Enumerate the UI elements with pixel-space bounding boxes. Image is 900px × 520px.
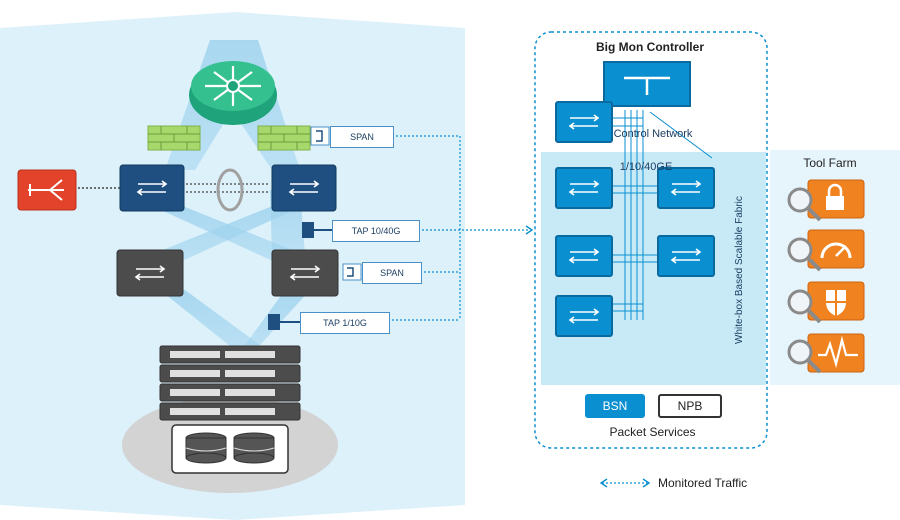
tool-farm-title: Tool Farm xyxy=(803,156,857,170)
network-switch-icon[interactable] xyxy=(116,249,184,297)
tap-connector xyxy=(268,314,300,330)
span-label-mid: SPAN xyxy=(362,262,422,284)
fabric-switch-icon[interactable] xyxy=(657,235,715,277)
legend-monitored-traffic-label: Monitored Traffic xyxy=(658,476,748,490)
pulse-magnifier-icon[interactable] xyxy=(787,333,865,374)
fabric-switch-icon[interactable] xyxy=(555,295,613,337)
fabric-links xyxy=(612,110,713,320)
controller-container xyxy=(534,31,768,449)
network-switch-icon[interactable] xyxy=(271,164,337,212)
tap-connector xyxy=(302,222,332,238)
router-star-icon[interactable] xyxy=(189,61,277,125)
database-storage-icon[interactable] xyxy=(171,424,289,474)
fabric-switch-icon[interactable] xyxy=(657,167,715,209)
firewall-brick-icon[interactable] xyxy=(257,125,311,151)
fabric-switch-icon[interactable] xyxy=(555,101,613,143)
switch-interlink xyxy=(186,168,270,212)
span-label-top: SPAN xyxy=(330,126,394,148)
shield-magnifier-icon[interactable] xyxy=(787,281,865,324)
control-network-label: Control Network xyxy=(613,128,693,140)
fabric-switch-icon[interactable] xyxy=(555,235,613,277)
security-appliance-icon[interactable] xyxy=(17,169,77,211)
traffic-arrowhead xyxy=(525,225,534,235)
fabric-speed-label: 1/10/40GE xyxy=(619,161,673,173)
bsn-service-button[interactable]: BSN xyxy=(585,394,645,418)
fabric-label: White-box Based Scalable Fabric xyxy=(734,196,745,344)
controller-device-icon[interactable] xyxy=(603,61,691,107)
npb-service-button[interactable]: NPB xyxy=(658,394,722,418)
lock-magnifier-icon[interactable] xyxy=(787,179,865,222)
network-switch-icon[interactable] xyxy=(271,249,339,297)
packet-services-label: Packet Services xyxy=(609,425,696,439)
server-rack-icon[interactable] xyxy=(159,345,301,421)
controller-title: Big Mon Controller xyxy=(596,40,704,54)
gauge-magnifier-icon[interactable] xyxy=(787,229,865,272)
legend-monitored-traffic-line xyxy=(599,478,651,488)
network-switch-icon[interactable] xyxy=(119,164,185,212)
tap-10g-label: TAP 1/10G xyxy=(300,312,390,334)
span-port-connector xyxy=(342,263,362,281)
tap-40g-label: TAP 10/40G xyxy=(332,220,420,242)
monitored-traffic-lines xyxy=(388,135,530,321)
firewall-brick-icon[interactable] xyxy=(147,125,201,151)
span-port-connector xyxy=(310,126,330,146)
fabric-switch-icon[interactable] xyxy=(555,167,613,209)
